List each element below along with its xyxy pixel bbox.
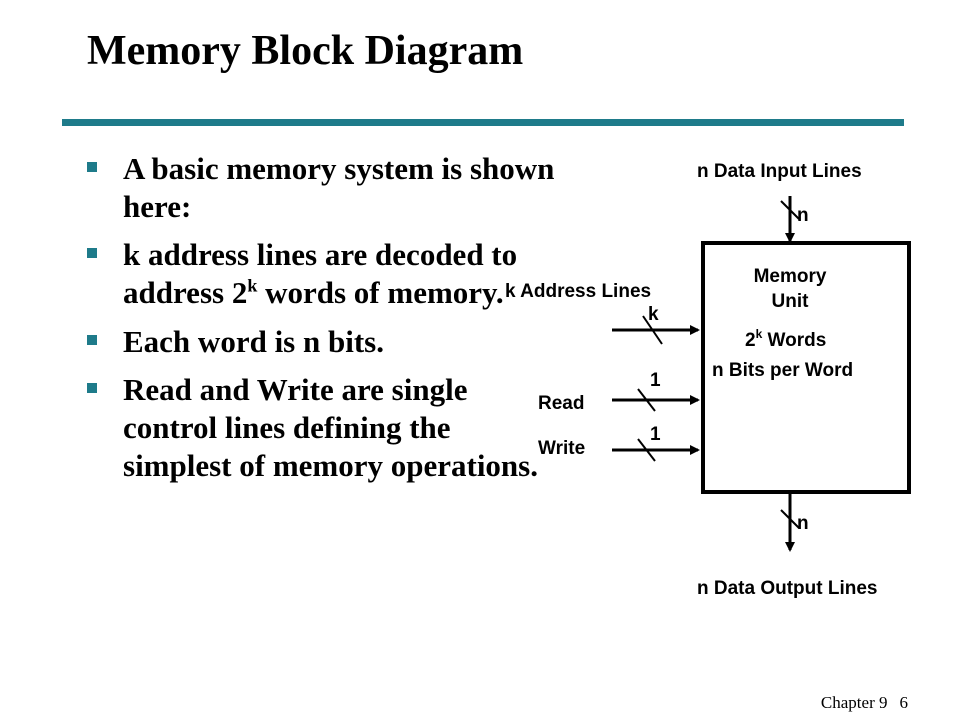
write-width: 1 xyxy=(650,424,661,445)
bullet-superscript: k xyxy=(247,276,258,297)
bullet-item: Read and Write are single control lines … xyxy=(85,371,555,485)
bullet-text: Read and Write are single control lines … xyxy=(123,371,538,483)
unit-name-line1: Memory xyxy=(754,266,827,287)
data-output-label: n Data Output Lines xyxy=(697,578,878,599)
square-bullet-icon xyxy=(87,248,97,259)
unit-name-line2: Unit xyxy=(772,291,810,312)
bullet-text: Each word is n bits. xyxy=(123,323,384,359)
chapter-label: Chapter 9 xyxy=(820,693,888,712)
bullet-item: Each word is n bits. xyxy=(85,323,555,361)
slide-footer: Chapter 9 6 xyxy=(809,693,908,713)
bullet-text: A basic memory system is shown here: xyxy=(123,151,555,225)
bus-slash-icon xyxy=(637,388,656,412)
read-width: 1 xyxy=(650,370,661,391)
bullet-text-continued: words of memory. xyxy=(257,275,504,311)
data-input-label: n Data Input Lines xyxy=(697,161,862,182)
address-lines-label: k Address Lines xyxy=(505,281,651,302)
square-bullet-icon xyxy=(87,162,97,172)
slide-title: Memory Block Diagram xyxy=(87,28,524,74)
data-output-width: n xyxy=(797,513,809,534)
bus-slash-icon xyxy=(637,438,656,462)
bus-slash-icon xyxy=(780,509,800,529)
bits-per-word-label: n Bits per Word xyxy=(712,360,853,381)
address-width: k xyxy=(648,304,659,325)
read-label: Read xyxy=(538,393,584,414)
page-number: 6 xyxy=(899,693,909,712)
data-input-width: n xyxy=(797,205,809,226)
write-label: Write xyxy=(538,438,585,459)
bullet-item: k address lines are decoded to address 2… xyxy=(85,236,555,312)
word-count-label: 2k Words xyxy=(745,327,826,351)
bullet-list: A basic memory system is shown here: k a… xyxy=(85,150,555,495)
word-count-base: 2 xyxy=(745,330,756,351)
bullet-item: A basic memory system is shown here: xyxy=(85,150,555,226)
square-bullet-icon xyxy=(87,382,97,393)
memory-unit-box xyxy=(701,241,911,494)
word-count-exponent: k xyxy=(756,327,763,341)
bus-slash-icon xyxy=(780,200,800,220)
square-bullet-icon xyxy=(87,334,97,345)
bullet-text: k address lines are decoded to address 2 xyxy=(123,237,518,311)
bus-slash-icon xyxy=(642,315,663,345)
word-count-suffix: Words xyxy=(762,330,826,351)
title-divider xyxy=(62,119,904,126)
